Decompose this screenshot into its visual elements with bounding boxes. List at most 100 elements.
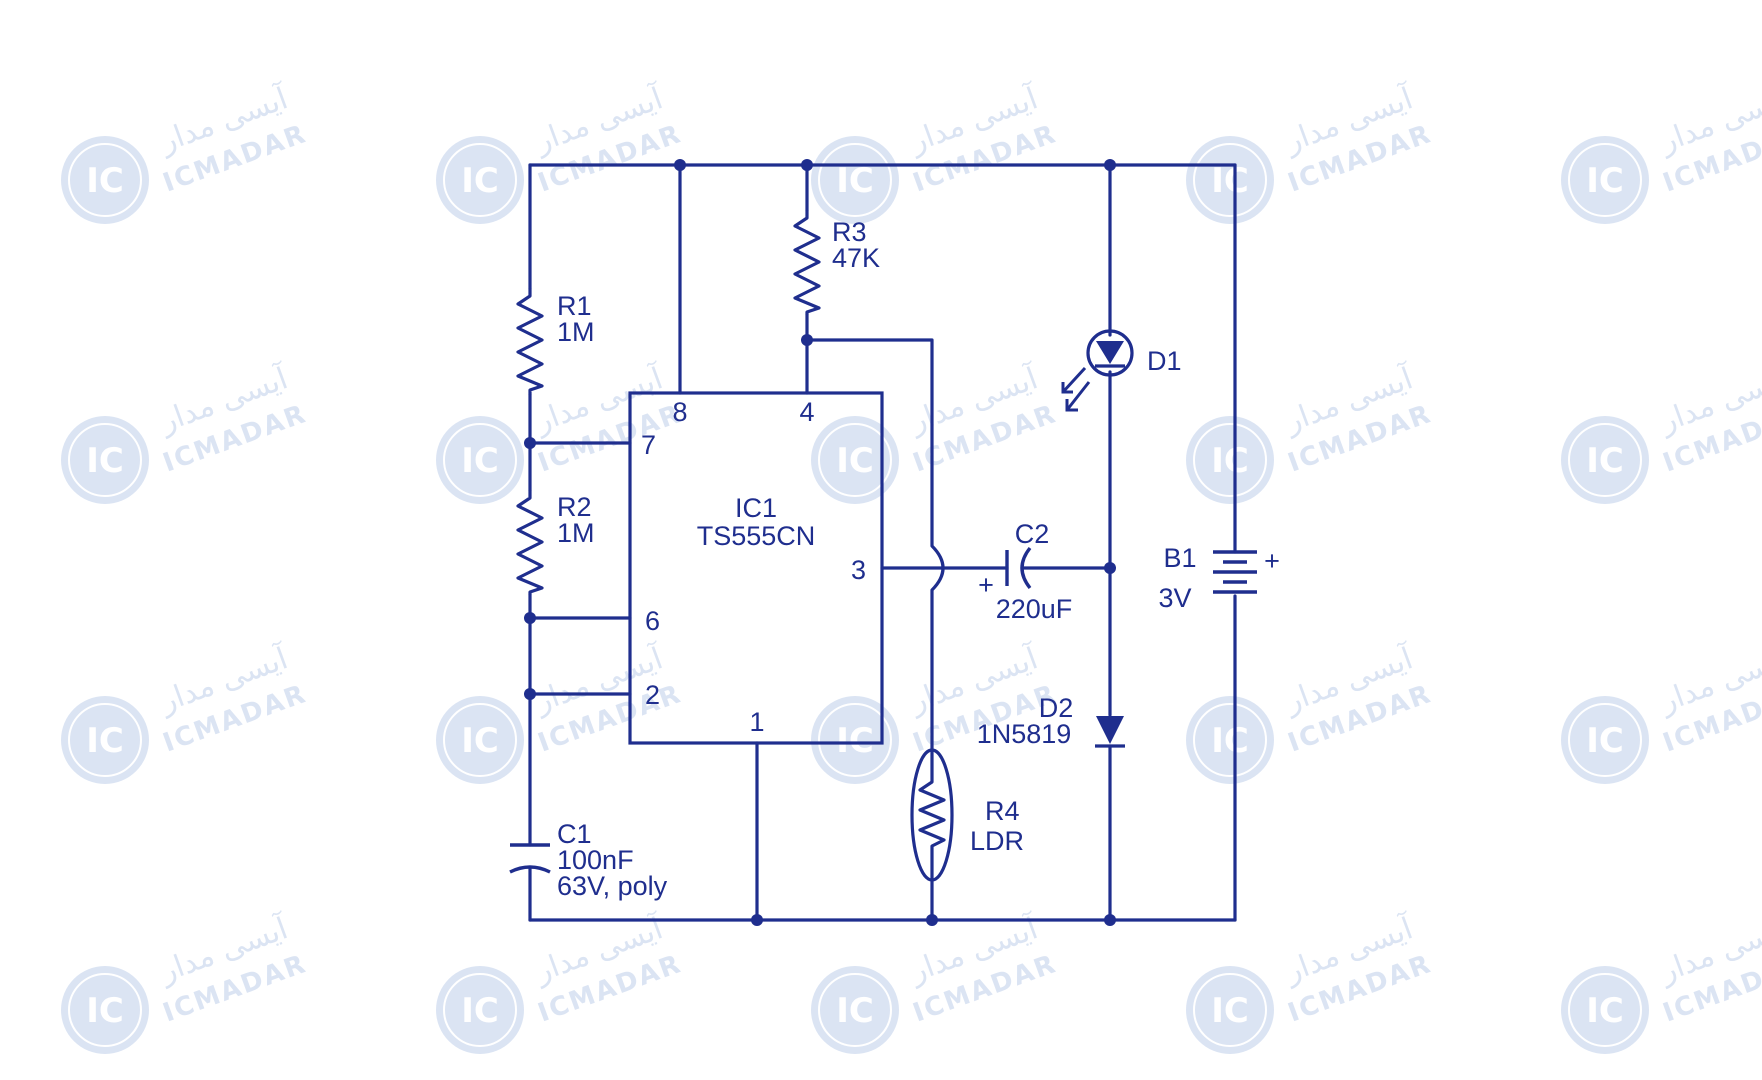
watermark-badge-icon (61, 966, 149, 1054)
junction-dot (674, 159, 686, 171)
ic1-body (628, 391, 884, 745)
pin-3-label: 3 (851, 555, 866, 585)
d2-value: 1N5819 (977, 719, 1072, 749)
c2-capacitor-icon (1005, 546, 1032, 590)
pin-1-label: 1 (749, 707, 764, 737)
watermark-badge-text: IC (1586, 721, 1624, 761)
watermark-badge-icon (61, 136, 149, 224)
wires (528, 163, 1237, 922)
d1-led-ring (1086, 329, 1134, 377)
r4-ref: R4 (985, 796, 1020, 826)
b1-value: 3V (1158, 583, 1191, 613)
b1-ref: B1 (1163, 543, 1196, 573)
watermark-badge-text: IC (461, 161, 499, 201)
d2-diode-icon (1095, 716, 1125, 748)
d2-ref: D2 (1039, 693, 1074, 723)
r1-resistor-icon (516, 288, 544, 395)
watermark-badge-icon (436, 136, 524, 224)
pin-2-label: 2 (645, 680, 660, 710)
watermark-badge-text: IC (86, 991, 124, 1031)
watermark-badge-text: IC (1211, 991, 1249, 1031)
r3-value: 47K (832, 243, 880, 273)
r2-ref: R2 (557, 492, 592, 522)
watermark-badge-icon (436, 966, 524, 1054)
junction-dot (524, 688, 536, 700)
c2-value: 220uF (996, 594, 1073, 624)
r2-value: 1M (557, 518, 595, 548)
b1-battery-icon (1213, 550, 1257, 594)
watermark-badge-icon (1561, 136, 1649, 224)
c2-ref: C2 (1015, 519, 1050, 549)
watermark-badge-text: IC (1211, 721, 1249, 761)
ldr-resistor (918, 750, 946, 880)
watermark-badge-text: IC (86, 721, 124, 761)
d1-ref: D1 (1147, 346, 1182, 376)
watermark-badge-icon (1561, 416, 1649, 504)
watermark-badge-icon (811, 696, 899, 784)
watermark-badge-icon (1186, 136, 1274, 224)
c1-value: 100nF (557, 845, 634, 875)
b1-polarity: + (1264, 546, 1280, 576)
watermark-badge-text: IC (1586, 991, 1624, 1031)
r2-resistor-icon (516, 490, 544, 595)
watermark-badge-text: IC (86, 441, 124, 481)
d1-led-icon (1061, 329, 1134, 412)
watermark-badge-text: IC (461, 721, 499, 761)
junction-dot (524, 612, 536, 624)
resistors (516, 210, 821, 595)
ic1-part-number: TS555CN (697, 521, 816, 551)
watermark-badge-icon (811, 416, 899, 504)
watermark-badge-icon (1561, 966, 1649, 1054)
ic1-ref: IC1 (735, 493, 777, 523)
d2-triangle (1096, 716, 1124, 744)
watermark-badge-text: IC (1211, 441, 1249, 481)
watermark-badge-text: IC (836, 991, 874, 1031)
watermark-badge-text: IC (1586, 161, 1624, 201)
c1-rating: 63V, poly (557, 871, 668, 901)
watermark-badge-icon (1186, 966, 1274, 1054)
watermark-badge-icon (811, 136, 899, 224)
junction-dot (1104, 159, 1116, 171)
junction-dot (751, 914, 763, 926)
r4-value: LDR (970, 826, 1024, 856)
junction-dot (1104, 914, 1116, 926)
watermark-badge-text: IC (836, 161, 874, 201)
r3-ref: R3 (832, 217, 867, 247)
watermark-badge-icon (436, 416, 524, 504)
r1-value: 1M (557, 317, 595, 347)
ic1-chip: IC1 TS555CN 8 4 7 6 2 3 1 (628, 391, 884, 745)
watermark-badge-text: IC (1586, 441, 1624, 481)
junction-dot (926, 914, 938, 926)
watermark-badge-icon (1186, 696, 1274, 784)
d1-led-triangle (1096, 341, 1124, 364)
watermark-badge-text: IC (86, 161, 124, 201)
watermark-badge-icon (1561, 696, 1649, 784)
watermark-badge-text: IC (461, 991, 499, 1031)
junction-dot (801, 334, 813, 346)
c2-polarity: + (978, 570, 994, 600)
watermark-badge-icon (61, 696, 149, 784)
watermark-badge-text: IC (1211, 161, 1249, 201)
junctions (524, 159, 1116, 926)
c1-capacitor-icon (509, 843, 551, 874)
watermark-badge-icon (811, 966, 899, 1054)
r3-resistor-icon (793, 210, 821, 315)
r1-ref: R1 (557, 291, 592, 321)
c1-plate-bottom (509, 865, 551, 874)
watermark-badge-icon (436, 696, 524, 784)
